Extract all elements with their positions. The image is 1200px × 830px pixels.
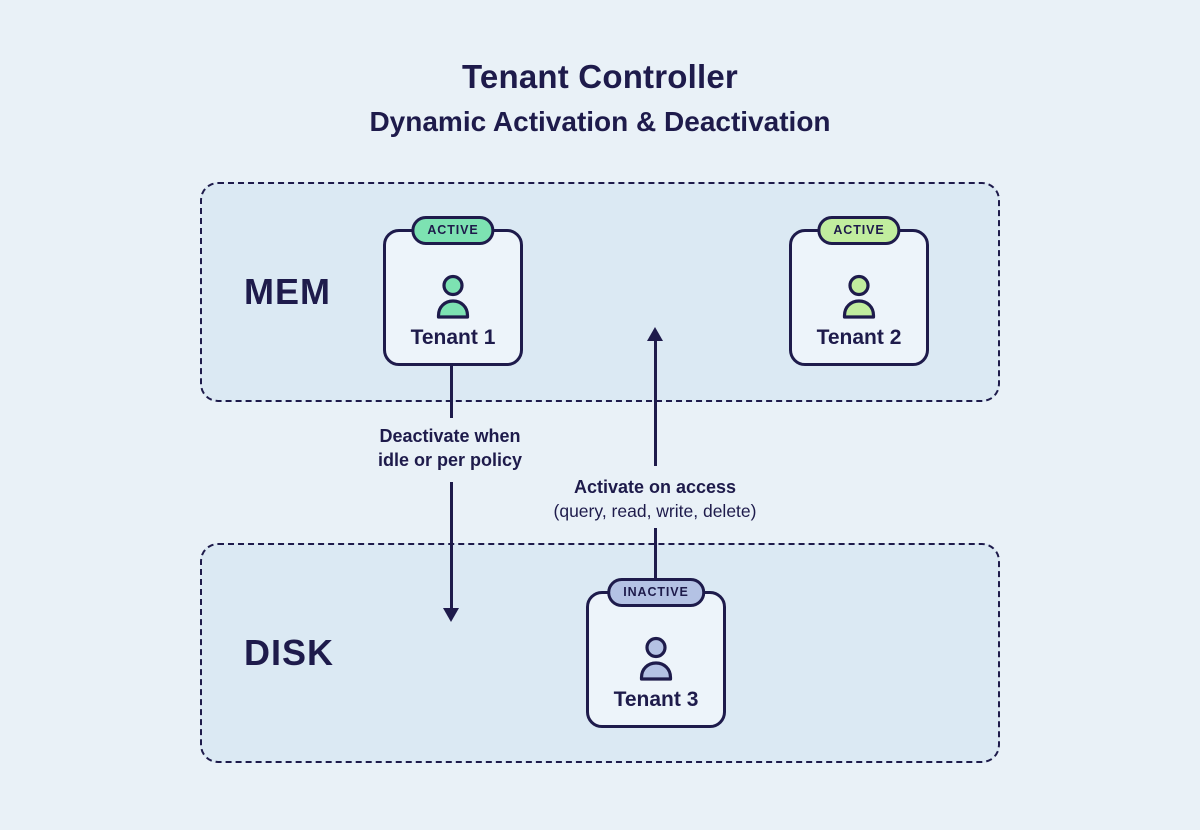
tenant2-card: ACTIVE Tenant 2 xyxy=(789,216,929,366)
deactivate-flow-label-line2: idle or per policy xyxy=(377,450,523,470)
deactivate-flow-label-line1: Deactivate when xyxy=(379,426,521,446)
tenant2-status-badge: ACTIVE xyxy=(817,216,901,245)
person-icon xyxy=(635,635,677,688)
disk-region-label: DISK xyxy=(244,632,335,673)
tenant1-status-badge: ACTIVE xyxy=(411,216,495,245)
tenant3-status-badge: INACTIVE xyxy=(607,578,705,607)
activate-flow-label: Activate on access (query, read, write, … xyxy=(505,475,805,523)
activate-arrow-line-lower xyxy=(654,528,657,578)
person-icon xyxy=(838,273,880,326)
activate-arrow-line-upper xyxy=(654,340,657,466)
arrow-up-icon xyxy=(647,327,663,341)
tenant1-card: ACTIVE Tenant 1 xyxy=(383,216,523,366)
mem-region-label: MEM xyxy=(244,271,331,312)
diagram-title: Tenant Controller xyxy=(462,58,738,95)
activate-flow-label-line1: Activate on access xyxy=(573,477,737,497)
arrow-down-icon xyxy=(443,608,459,622)
person-icon xyxy=(432,273,474,326)
diagram-subtitle: Dynamic Activation & Deactivation xyxy=(369,106,831,137)
activate-flow-label-line2: (query, read, write, delete) xyxy=(553,501,757,521)
tenant2-name: Tenant 2 xyxy=(816,326,902,349)
tenant3-name: Tenant 3 xyxy=(613,688,699,711)
deactivate-arrow-line-upper xyxy=(450,366,453,418)
deactivate-arrow-line-lower xyxy=(450,482,453,610)
tenant3-card: INACTIVE Tenant 3 xyxy=(586,578,726,728)
deactivate-flow-label: Deactivate when idle or per policy xyxy=(330,424,570,472)
tenant1-name: Tenant 1 xyxy=(410,326,496,349)
